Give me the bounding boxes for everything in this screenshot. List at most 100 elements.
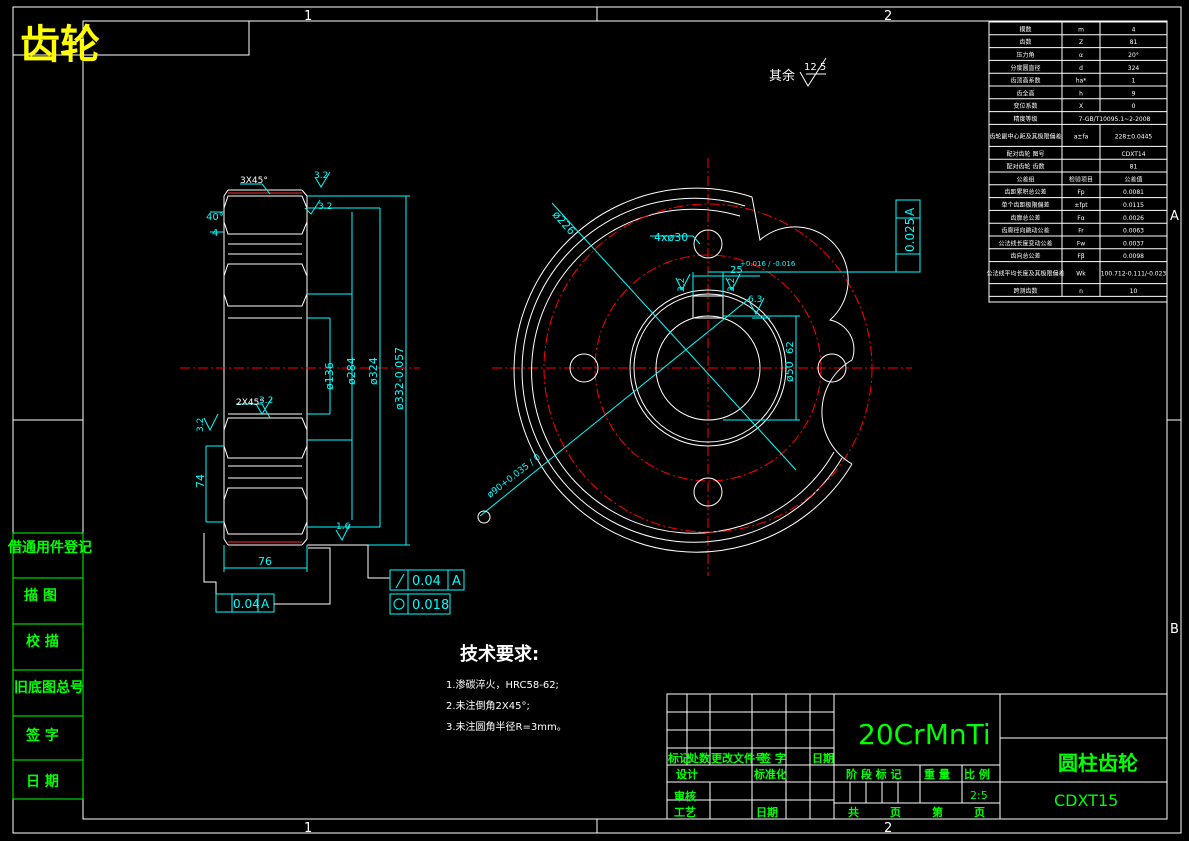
table-cell: 81	[1130, 164, 1138, 171]
tb-label-review: 审核	[674, 789, 696, 803]
table-cell: 0.0026	[1123, 215, 1144, 222]
rough-d: 3.2	[196, 418, 206, 432]
roughness-symbol	[799, 57, 827, 87]
section-view	[180, 171, 420, 572]
table-cell: 1	[1132, 78, 1136, 85]
table-cell: Fw	[1077, 240, 1085, 247]
tech-item: 1.渗碳淬火，HRC58-62;	[446, 678, 559, 691]
diam-136: ø136	[323, 362, 336, 390]
tech-title: 技术要求:	[460, 643, 539, 665]
diam-226: ø226	[550, 208, 578, 237]
tb-label-page2: 页	[974, 806, 985, 819]
dim-74: 74	[194, 474, 207, 488]
tol-right-1-datum: A	[452, 574, 461, 589]
chamfer-top: 3X45°	[240, 176, 268, 186]
table-cell: 配对齿轮 齿数	[1007, 163, 1045, 171]
zone-mark-right-b: B	[1170, 622, 1179, 637]
table-cell: Z	[1079, 39, 1083, 46]
table-cell: Fp	[1077, 189, 1084, 196]
dim-4: 4	[212, 228, 218, 239]
tb-label-ratio: 比 例	[964, 767, 990, 781]
table-cell: 公差值	[1124, 175, 1142, 183]
table-cell: Fα	[1077, 215, 1084, 222]
table-cell: 齿廓总公差	[1010, 214, 1040, 222]
table-cell: 0.0063	[1123, 228, 1144, 235]
table-cell: 变位系数	[1013, 102, 1037, 110]
table-cell: 齿距累积总公差	[1004, 188, 1046, 196]
diam-324: ø324	[367, 357, 380, 385]
table-cell: ha*	[1076, 78, 1086, 85]
table-cell: 228±0.0445	[1115, 133, 1153, 140]
holes-label: 4xø30	[654, 231, 688, 244]
tolerance-frame-right	[308, 544, 465, 615]
rough-b: 3.2	[318, 202, 332, 212]
table-cell: 分度圆直径	[1010, 64, 1040, 72]
angle-label: 40°	[206, 212, 224, 223]
zone-mark-bottom-1: 1	[304, 821, 312, 836]
table-cell: 0.0115	[1123, 202, 1144, 209]
table-cell: 0	[1132, 103, 1136, 110]
table-cell: 跨测齿数	[1013, 287, 1037, 295]
tech-item: 3.未注圆角半径R=3mm。	[446, 720, 567, 733]
diam-332: ø332-0.057	[393, 347, 406, 410]
table-cell: 压力角	[1016, 51, 1034, 59]
key-width: 25	[730, 265, 743, 276]
tb-label-design: 设计	[676, 767, 698, 781]
table-cell: 齿顶高系数	[1010, 77, 1040, 85]
tb-label-total: 共	[848, 805, 859, 819]
tb-label-stage-mark: 阶 段 标 记	[846, 767, 902, 781]
tb-label-date2: 日期	[756, 805, 778, 819]
table-cell: 模数	[1019, 25, 1031, 33]
stamp-label: 描 图	[24, 587, 57, 604]
table-cell: 100.712-0.111/-0.023	[1101, 271, 1167, 278]
zone-mark-top-2: 2	[884, 9, 892, 24]
table-cell: 0.0081	[1123, 189, 1144, 196]
key-width-tol: +0.016 / -0.016	[740, 260, 796, 268]
table-cell: 配对齿轮 图号	[1007, 150, 1045, 158]
tol-right-1-value: 0.04	[412, 574, 441, 589]
table-cell: n	[1079, 288, 1083, 295]
tb-label-date: 日期	[812, 751, 834, 765]
left-stamp	[12, 532, 84, 800]
table-cell: 0.0037	[1123, 240, 1144, 247]
tb-label-change-doc: 更改文件号	[711, 751, 766, 765]
zone-mark-right-a: A	[1170, 209, 1179, 224]
table-cell: 齿轮副中心距及其极限偏差	[989, 132, 1061, 140]
part-name: 圆柱齿轮	[1058, 751, 1138, 775]
table-cell: h	[1079, 90, 1083, 97]
dim-62: 62	[785, 341, 796, 354]
table-cell: 齿数	[1019, 38, 1031, 46]
table-cell: 检验项目	[1069, 175, 1093, 183]
table-cell: 公法线长度变动公差	[998, 239, 1052, 247]
table-cell: X	[1079, 103, 1083, 110]
diam-90: ø90+0.035 / 0	[486, 452, 543, 500]
scale: 2:5	[970, 789, 988, 802]
tb-label-weight: 重 量	[924, 767, 950, 781]
tb-label-signature: 签 字	[759, 751, 786, 765]
stamp-label: 旧底图总号	[14, 679, 84, 696]
table-cell: 单个齿距极限偏差	[1001, 201, 1049, 209]
table-cell: 9	[1132, 90, 1136, 97]
tol-left-value: 0.04	[233, 597, 260, 611]
table-cell: ±fpt	[1074, 202, 1088, 209]
stamp-label: 日 期	[26, 774, 59, 790]
tb-label-standardize: 标准化	[753, 767, 787, 781]
drawing-number: CDXT15	[1054, 791, 1118, 810]
chamfer-mid: 2X45°	[236, 398, 264, 408]
table-cell: a±fa	[1074, 133, 1089, 140]
table-cell: 324	[1128, 65, 1140, 72]
table-cell: 齿全高	[1016, 89, 1034, 97]
table-cell: 0.0098	[1123, 253, 1144, 260]
table-cell: 81	[1130, 39, 1138, 46]
diam-284: ø284	[345, 357, 358, 385]
stamp-label: 借通用件登记	[7, 539, 92, 556]
title-block	[666, 693, 1168, 820]
drawing-frame	[12, 6, 1182, 834]
drawing-title: 齿轮	[20, 22, 100, 68]
stamp-label: 校 描	[26, 633, 59, 650]
table-cell: 20°	[1128, 52, 1139, 59]
stamp-label: 签 字	[25, 727, 59, 744]
zone-mark-top-1: 1	[304, 9, 312, 24]
tech-item: 2.未注倒角2X45°;	[446, 699, 530, 712]
